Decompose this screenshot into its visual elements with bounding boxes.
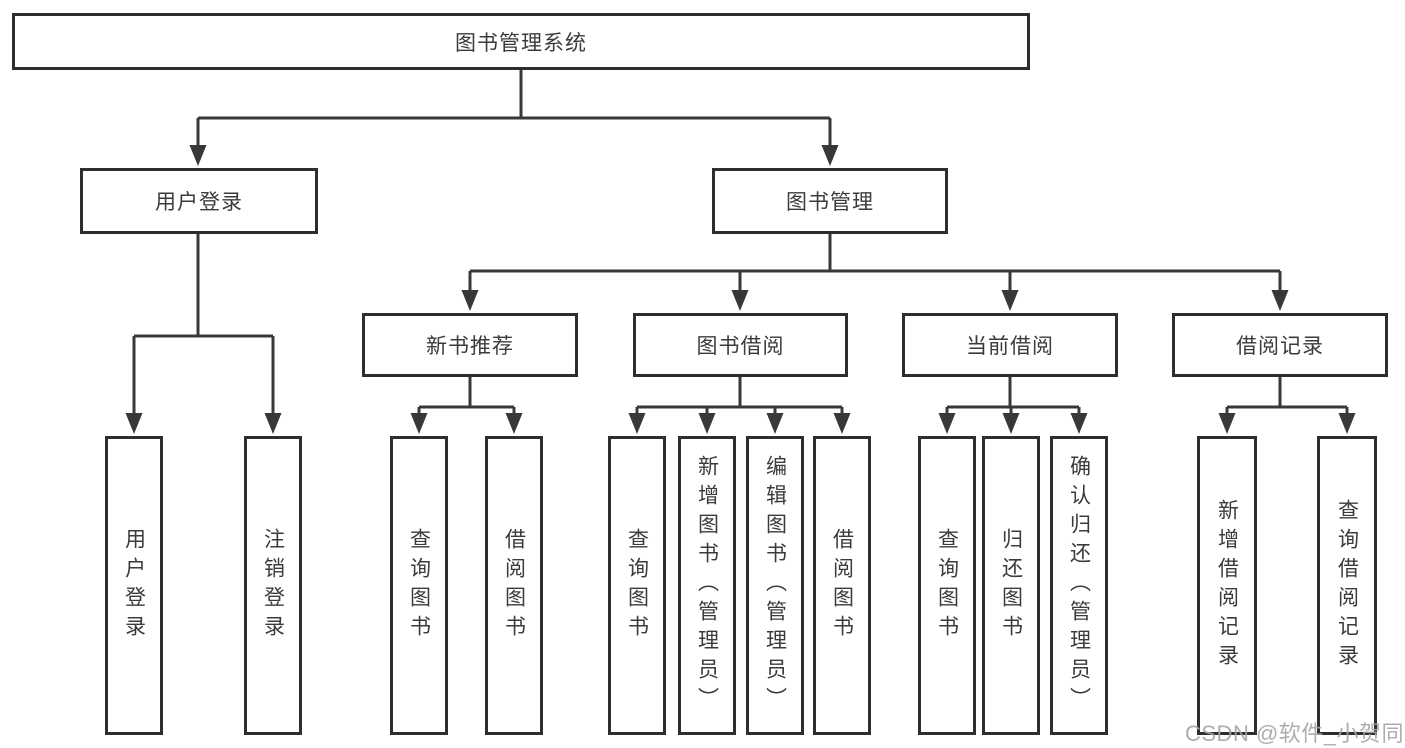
- node-current-borrow: 当前借阅: [902, 313, 1118, 377]
- node-current-borrow-label: 当前借阅: [966, 335, 1054, 358]
- leaf-edit-books-admin-label: 编辑图书（管理员）: [763, 455, 787, 716]
- leaf-logout-label: 注销登录: [261, 527, 285, 644]
- leaf-add-borrow-record-label: 新增借阅记录: [1215, 498, 1239, 673]
- leaf-current-query-books-label: 查询图书: [935, 527, 959, 644]
- node-book-management: 图书管理: [712, 168, 948, 234]
- leaf-borrow-query-books-label: 查询图书: [625, 527, 649, 644]
- leaf-query-borrow-record: 查询借阅记录: [1317, 436, 1377, 735]
- node-book-borrow: 图书借阅: [633, 313, 848, 377]
- leaf-borrow-books-label: 借阅图书: [830, 527, 854, 644]
- leaf-borrow-query-books: 查询图书: [608, 436, 666, 735]
- leaf-add-books-admin: 新增图书（管理员）: [678, 436, 736, 735]
- node-user-login-label: 用户登录: [155, 191, 243, 214]
- leaf-recommend-borrow-books-label: 借阅图书: [502, 527, 526, 644]
- node-book-management-label: 图书管理: [786, 191, 874, 214]
- node-book-borrow-label: 图书借阅: [696, 335, 785, 358]
- leaf-recommend-query-books: 查询图书: [390, 436, 448, 735]
- leaf-borrow-books: 借阅图书: [813, 436, 871, 735]
- leaf-query-borrow-record-label: 查询借阅记录: [1335, 498, 1359, 673]
- node-user-login: 用户登录: [80, 168, 318, 234]
- leaf-user-login-label: 用户登录: [122, 527, 146, 644]
- leaf-return-books-label: 归还图书: [999, 527, 1023, 644]
- leaf-add-borrow-record: 新增借阅记录: [1197, 436, 1257, 735]
- leaf-confirm-return-admin: 确认归还（管理员）: [1050, 436, 1108, 735]
- node-borrow-records-label: 借阅记录: [1236, 335, 1324, 358]
- node-library-system: 图书管理系统: [12, 13, 1030, 70]
- watermark: CSDN @软件_小贺同学: [1185, 721, 1405, 746]
- node-new-book-recommend: 新书推荐: [362, 313, 578, 377]
- node-library-system-label: 图书管理系统: [455, 31, 587, 55]
- leaf-confirm-return-admin-label: 确认归还（管理员）: [1067, 455, 1091, 716]
- node-borrow-records: 借阅记录: [1172, 313, 1388, 377]
- node-new-book-recommend-label: 新书推荐: [426, 335, 514, 358]
- leaf-return-books: 归还图书: [982, 436, 1040, 735]
- leaf-recommend-borrow-books: 借阅图书: [485, 436, 543, 735]
- leaf-edit-books-admin: 编辑图书（管理员）: [746, 436, 804, 735]
- leaf-add-books-admin-label: 新增图书（管理员）: [695, 455, 719, 716]
- leaf-user-login: 用户登录: [105, 436, 163, 735]
- leaf-logout: 注销登录: [244, 436, 302, 735]
- leaf-recommend-query-books-label: 查询图书: [407, 527, 431, 644]
- leaf-current-query-books: 查询图书: [918, 436, 976, 735]
